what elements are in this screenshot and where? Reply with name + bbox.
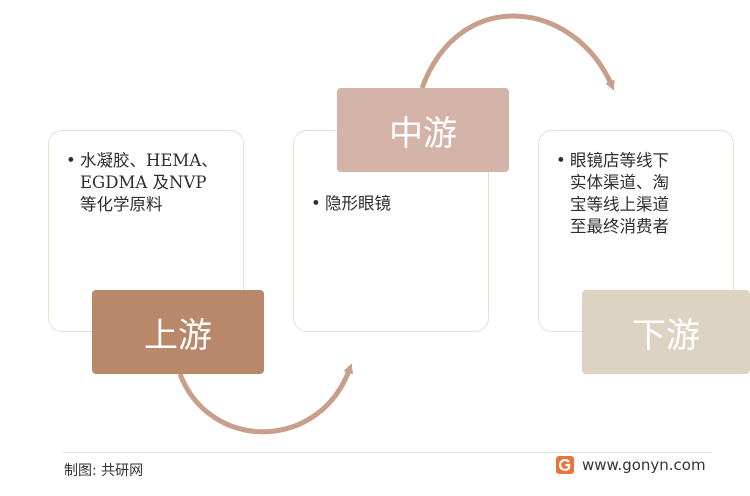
upstream-bullet-text: 水凝胶、HEMA、 EGDMA 及NVP 等化学原料 [80, 151, 218, 214]
footer-url[interactable]: www.gonyn.com [582, 456, 706, 474]
downstream-bullet-text: 眼镜店等线下 实体渠道、淘 宝等线上渠道 至最终消费者 [570, 151, 669, 236]
arrow-upstream-to-midstream [177, 363, 354, 435]
midstream-bullet-text: 隐形眼镜 [325, 194, 391, 213]
downstream-label-text: 下游 [632, 315, 700, 356]
midstream-bullet: •隐形眼镜 [311, 193, 481, 215]
midstream-label: 中游 [337, 88, 509, 172]
midstream-label-text: 中游 [389, 113, 457, 154]
upstream-label: 上游 [92, 290, 264, 374]
upstream-label-text: 上游 [144, 315, 212, 356]
gonyn-logo-icon [556, 456, 574, 474]
downstream-label: 下游 [582, 290, 750, 374]
upstream-bullet: •水凝胶、HEMA、 EGDMA 及NVP 等化学原料 [66, 150, 236, 216]
footer-website: www.gonyn.com [556, 456, 706, 474]
footer-source: 制图: 共研网 [64, 463, 144, 479]
downstream-bullet: •眼镜店等线下 实体渠道、淘 宝等线上渠道 至最终消费者 [556, 150, 732, 238]
arrow-midstream-to-downstream [419, 13, 615, 91]
footer-divider [62, 452, 712, 453]
